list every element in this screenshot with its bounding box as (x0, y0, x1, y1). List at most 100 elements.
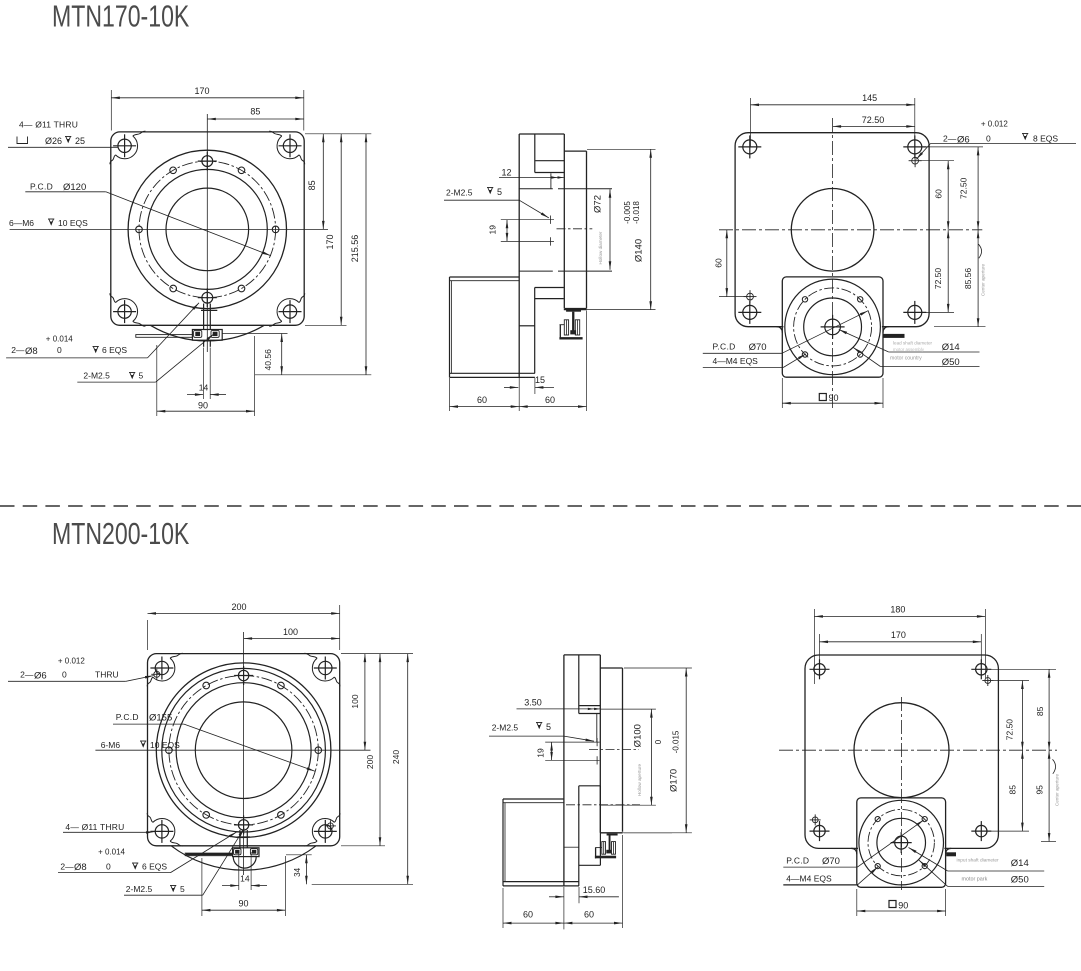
svg-text:Ø8: Ø8 (25, 346, 38, 357)
svg-text:2-M2.5: 2-M2.5 (126, 884, 153, 894)
svg-text:-0.005: -0.005 (623, 201, 632, 224)
svg-text:2—: 2— (20, 670, 34, 680)
svg-text:+ 0.014: + 0.014 (46, 335, 73, 344)
svg-text:0: 0 (106, 861, 111, 871)
svg-text:5: 5 (497, 187, 502, 197)
svg-text:Ø120: Ø120 (63, 182, 86, 193)
svg-text:15: 15 (535, 375, 545, 385)
svg-text:15.60: 15.60 (583, 885, 606, 895)
svg-text:Ø50: Ø50 (1011, 875, 1029, 886)
svg-text:Ø6: Ø6 (957, 134, 970, 145)
svg-text:215.56: 215.56 (350, 235, 360, 263)
svg-text:10 EQS: 10 EQS (150, 740, 180, 750)
svg-text:Ø170: Ø170 (669, 769, 680, 792)
svg-text:14: 14 (199, 382, 209, 392)
svg-text:72.50: 72.50 (862, 115, 885, 125)
svg-text:5: 5 (546, 722, 551, 732)
svg-text:0: 0 (57, 345, 62, 355)
svg-text:0: 0 (62, 670, 67, 680)
svg-text:4— Ø11 THRU: 4— Ø11 THRU (19, 120, 78, 130)
svg-text:145: 145 (862, 93, 877, 103)
svg-text:60: 60 (523, 910, 533, 920)
svg-text:Center aperture: Center aperture (1054, 773, 1059, 806)
svg-text:P.C.D: P.C.D (116, 712, 139, 722)
svg-text:40.56: 40.56 (263, 349, 273, 371)
svg-text:Ø72: Ø72 (593, 195, 604, 213)
svg-text:2—: 2— (60, 861, 74, 871)
svg-text:19: 19 (536, 748, 546, 758)
svg-text:+ 0.012: + 0.012 (58, 657, 85, 666)
svg-text:input shaft diameter: input shaft diameter (957, 858, 1000, 864)
svg-text:90: 90 (198, 400, 208, 410)
svg-text:P.C.D: P.C.D (713, 342, 736, 352)
svg-text:10 EQS: 10 EQS (58, 218, 88, 228)
svg-text:6-M6: 6-M6 (101, 740, 121, 750)
svg-text:60: 60 (477, 395, 487, 405)
svg-text:85: 85 (1035, 706, 1045, 716)
svg-text:19: 19 (488, 225, 498, 235)
svg-text:0: 0 (986, 134, 991, 144)
svg-text:-0.015: -0.015 (671, 730, 680, 753)
svg-text:Ø26: Ø26 (45, 136, 62, 146)
svg-text:P.C.D: P.C.D (30, 182, 53, 192)
svg-text:6 EQS: 6 EQS (142, 861, 167, 871)
svg-text:4—M4 EQS: 4—M4 EQS (713, 356, 759, 366)
svg-text:P.C.D: P.C.D (786, 855, 809, 865)
svg-text:95: 95 (1034, 785, 1044, 795)
svg-text:85: 85 (307, 180, 317, 190)
svg-text:180: 180 (890, 604, 905, 614)
svg-text:THRU: THRU (95, 670, 119, 680)
svg-text:72.50: 72.50 (959, 177, 969, 199)
svg-text:14: 14 (240, 873, 250, 883)
svg-text:-0.018: -0.018 (632, 201, 641, 224)
svg-text:72.50: 72.50 (933, 268, 943, 290)
svg-text:Hollow aperture: Hollow aperture (637, 763, 642, 796)
svg-text:100: 100 (350, 694, 360, 708)
svg-text:Ø70: Ø70 (822, 856, 840, 867)
svg-text:6—M6: 6—M6 (9, 218, 34, 228)
svg-text:Ø100: Ø100 (633, 724, 644, 747)
svg-text:170: 170 (325, 234, 335, 249)
svg-text:+ 0.014: + 0.014 (98, 848, 125, 857)
svg-text:90: 90 (238, 899, 248, 909)
svg-text:3.50: 3.50 (524, 698, 542, 708)
svg-text:85: 85 (1008, 785, 1018, 795)
svg-text:12: 12 (501, 167, 511, 177)
svg-text:90: 90 (898, 900, 908, 910)
svg-text:motor assembly: motor assembly (893, 347, 925, 352)
svg-text:4—M4 EQS: 4—M4 EQS (786, 874, 832, 884)
svg-text:Ø14: Ø14 (1011, 858, 1029, 869)
svg-text:60: 60 (714, 258, 724, 268)
svg-text:MTN200-10K: MTN200-10K (52, 516, 189, 551)
svg-text:85.56: 85.56 (963, 268, 973, 290)
svg-text:motor country: motor country (890, 356, 922, 362)
svg-text:MTN170-10K: MTN170-10K (52, 0, 189, 33)
svg-text:6 EQS: 6 EQS (102, 345, 127, 355)
svg-text:5: 5 (180, 884, 185, 894)
svg-text:Ø155: Ø155 (149, 713, 172, 724)
svg-text:100: 100 (283, 627, 298, 637)
svg-text:2—: 2— (943, 134, 957, 144)
svg-text:Ø14: Ø14 (942, 342, 960, 353)
svg-text:200: 200 (231, 602, 246, 612)
svg-text:90: 90 (829, 393, 839, 403)
svg-text:85: 85 (250, 107, 260, 117)
svg-text:motor park: motor park (962, 877, 988, 883)
svg-text:Hollow diameter: Hollow diameter (598, 231, 603, 264)
svg-text:60: 60 (584, 910, 594, 920)
svg-text:Ø6: Ø6 (34, 670, 47, 681)
svg-text:Ø8: Ø8 (74, 862, 87, 873)
svg-text:Ø70: Ø70 (749, 342, 767, 353)
svg-text:0: 0 (654, 739, 663, 744)
svg-text:+ 0.012: + 0.012 (981, 120, 1008, 129)
svg-text:200: 200 (365, 755, 375, 769)
svg-text:5: 5 (139, 370, 144, 380)
svg-text:170: 170 (194, 86, 209, 96)
svg-text:4— Ø11 THRU: 4— Ø11 THRU (65, 822, 124, 832)
svg-text:25: 25 (75, 136, 85, 146)
svg-text:lead shaft diameter: lead shaft diameter (893, 341, 933, 346)
svg-text:2-M2.5: 2-M2.5 (446, 188, 473, 198)
svg-text:60: 60 (934, 189, 944, 199)
svg-text:72.50: 72.50 (1004, 719, 1014, 741)
svg-text:60: 60 (545, 395, 555, 405)
